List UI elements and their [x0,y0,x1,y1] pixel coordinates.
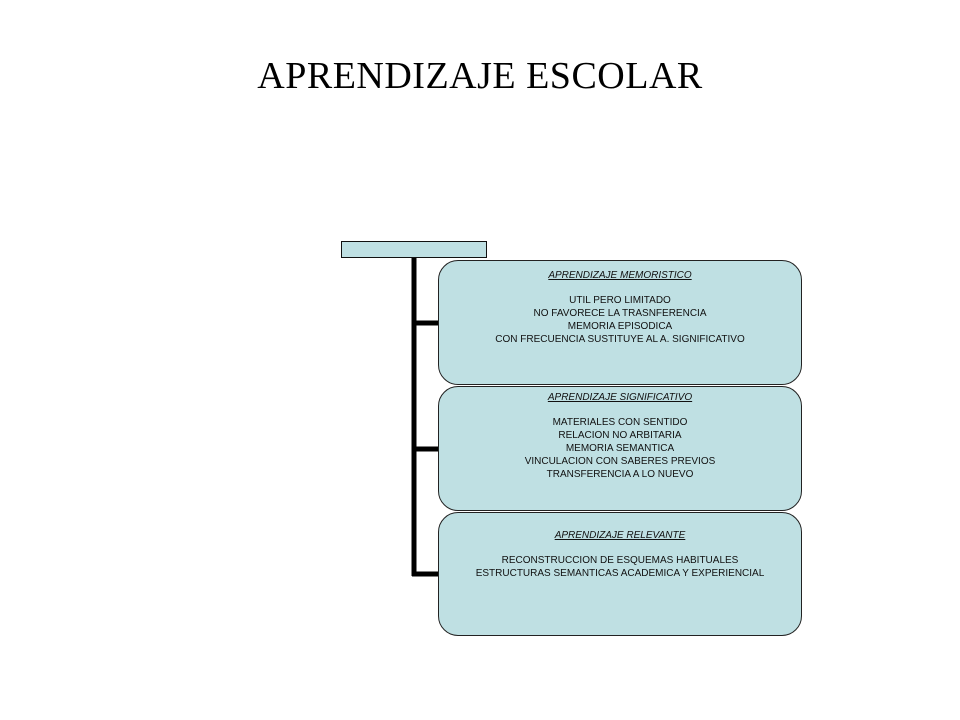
card-line: TRANSFERENCIA A LO NUEVO [546,469,694,480]
card-heading: APRENDIZAJE RELEVANTE [554,530,686,541]
card-line: MATERIALES CON SENTIDO [552,417,688,428]
card-line: MEMORIA EPISODICA [567,321,673,332]
root-node [341,241,487,258]
card-aprendizaje-relevante: APRENDIZAJE RELEVANTE RECONSTRUCCION DE … [438,512,802,636]
card-line: VINCULACION CON SABERES PREVIOS [524,456,716,467]
card-heading: APRENDIZAJE MEMORISTICO [548,270,692,281]
card-heading: APRENDIZAJE SIGNIFICATIVO [547,392,693,403]
card-aprendizaje-significativo: APRENDIZAJE SIGNIFICATIVO MATERIALES CON… [438,386,802,511]
card-line: NO FAVORECE LA TRASNFERENCIA [533,308,707,319]
card-line: RECONSTRUCCION DE ESQUEMAS HABITUALES [501,555,739,566]
slide-title: APRENDIZAJE ESCOLAR [257,55,703,97]
card-line: ESTRUCTURAS SEMANTICAS ACADEMICA Y EXPER… [475,568,765,579]
card-aprendizaje-memoristico: APRENDIZAJE MEMORISTICO UTIL PERO LIMITA… [438,260,802,385]
card-line: RELACION NO ARBITARIA [558,430,682,441]
card-line: CON FRECUENCIA SUSTITUYE AL A. SIGNIFICA… [495,334,745,345]
card-line: MEMORIA SEMANTICA [565,443,675,454]
card-line: UTIL PERO LIMITADO [569,295,671,306]
